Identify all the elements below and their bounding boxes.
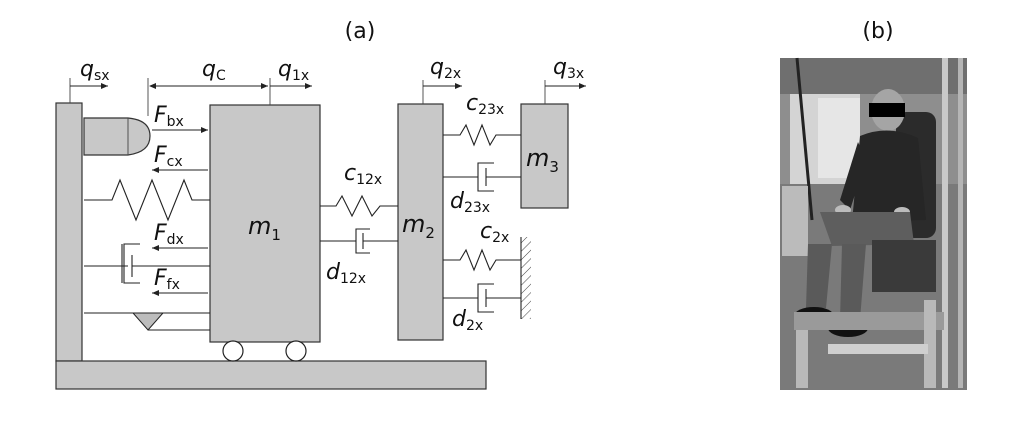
damper-d23 — [443, 162, 521, 192]
bumper — [83, 117, 151, 156]
force-cx-label: Fcx — [154, 143, 183, 170]
force-bx-label: Fbx — [154, 103, 184, 130]
wheel-right — [285, 340, 307, 362]
spring-frame-m1 — [84, 178, 210, 222]
panel-a-label: (a) — [345, 19, 376, 44]
damper-d2 — [443, 283, 521, 313]
damper-d12 — [320, 228, 398, 254]
force-fx-label: Ffx — [154, 266, 180, 293]
panel-b: (b) — [780, 19, 967, 390]
mass-m1-label: m1 — [248, 212, 281, 244]
spring-c2-label: c2x — [480, 219, 509, 246]
spring-c23 — [443, 123, 521, 147]
damper-d23-label: d23x — [450, 189, 490, 216]
frame-base — [55, 360, 487, 390]
friction-element — [84, 312, 210, 331]
damper-d12-label: d12x — [326, 260, 366, 287]
damper-frame-m1 — [84, 243, 210, 284]
mass-m2-label: m2 — [402, 210, 435, 242]
q-2x-label: q2x — [430, 55, 461, 82]
mass-m3-label: m3 — [526, 144, 559, 176]
spring-c2 — [443, 248, 521, 272]
mass-m1 — [209, 104, 321, 343]
q-3x-label: q3x — [553, 55, 584, 82]
ground-hatch — [521, 237, 531, 319]
mass-m3 — [520, 103, 569, 209]
frame-wall — [55, 102, 83, 362]
panel-b-label: (b) — [862, 19, 893, 44]
damper-d2-label: d2x — [452, 307, 483, 334]
coordinate-markers — [69, 78, 586, 116]
spring-c12 — [320, 194, 398, 218]
force-dx-label: Fdx — [154, 221, 184, 248]
spring-c23-label: c23x — [466, 91, 504, 118]
q-c-label: qC — [202, 57, 226, 84]
mass-m2 — [397, 103, 444, 341]
q-1x-label: q1x — [278, 57, 309, 84]
q-sx-label: qsx — [80, 57, 110, 84]
panel-a: (a) m1 m2 m3 — [55, 19, 586, 390]
wheel-left — [222, 340, 244, 362]
photo-seated-person — [780, 57, 967, 390]
spring-c12-label: c12x — [344, 161, 382, 188]
